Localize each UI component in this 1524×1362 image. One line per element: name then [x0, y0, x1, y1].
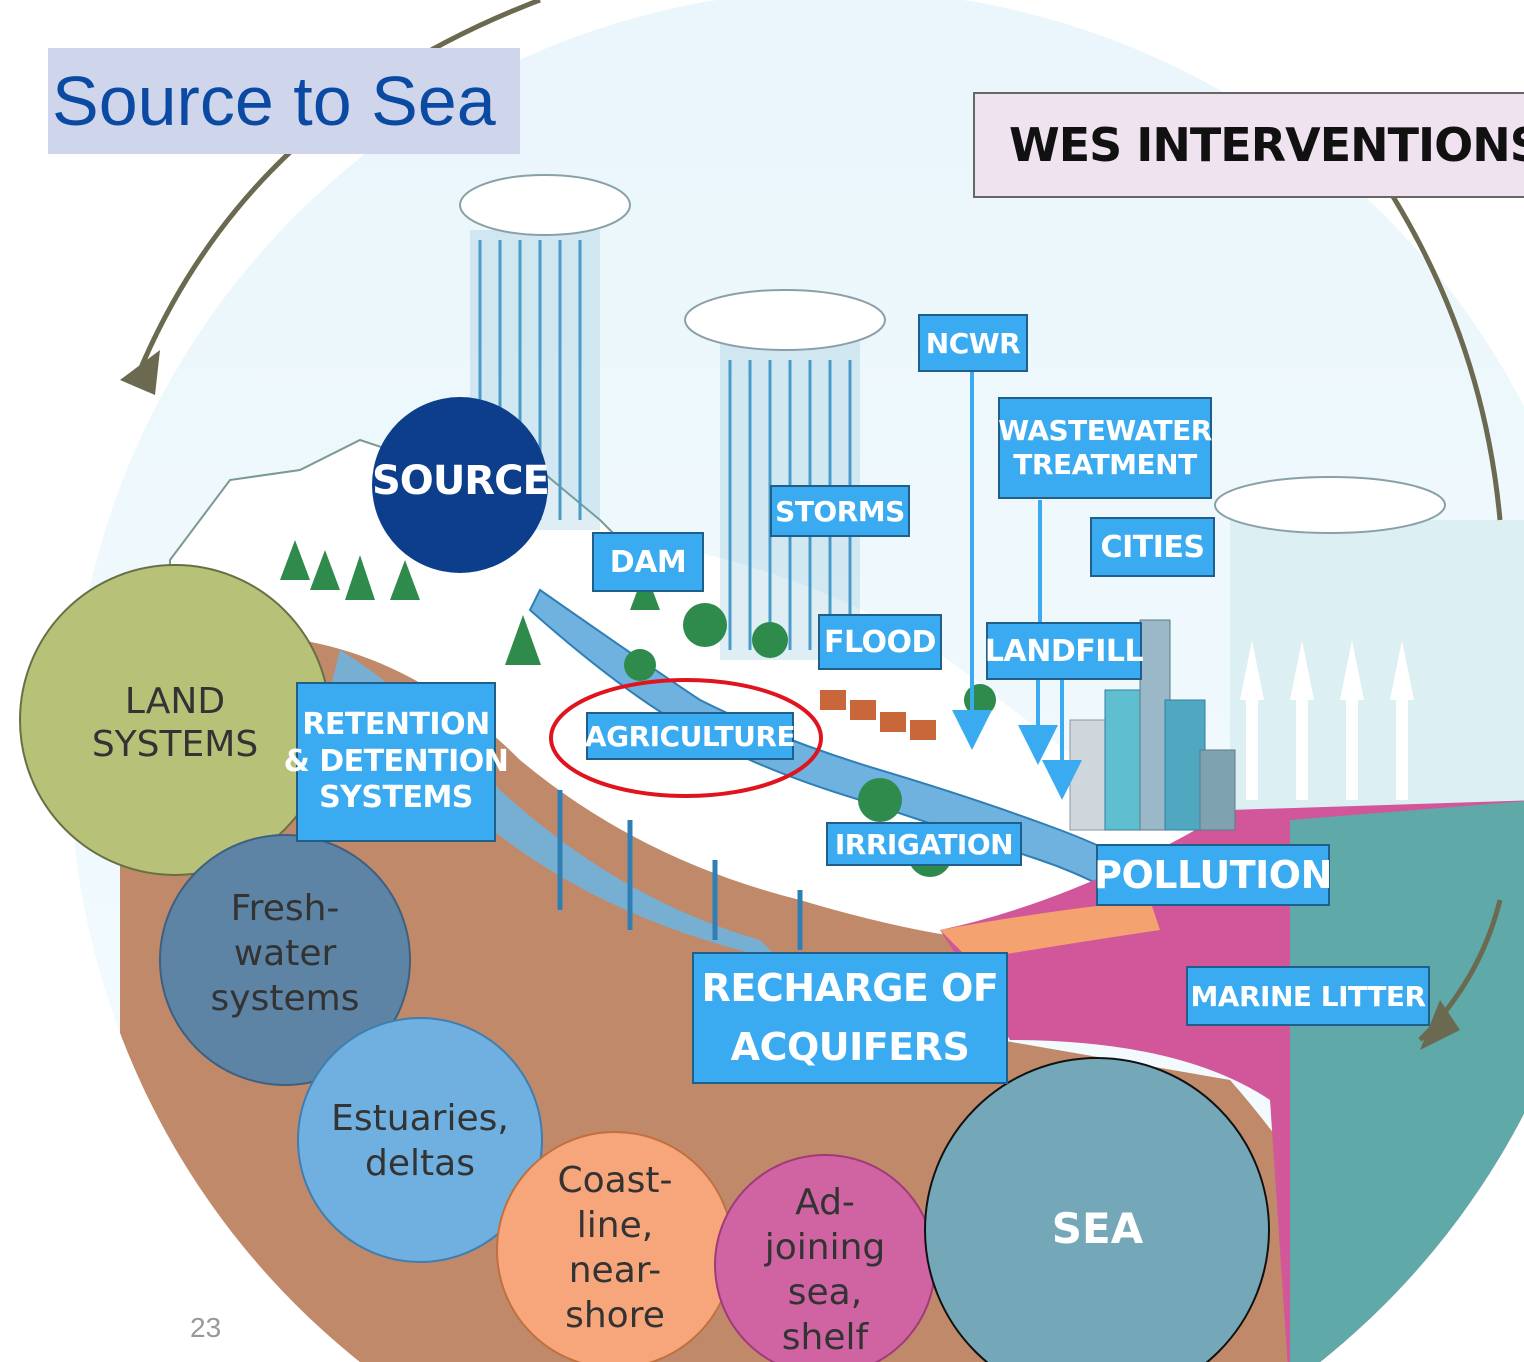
landfill-text: LANDFILL [984, 633, 1144, 669]
source-circle [372, 397, 548, 573]
pollution-label: POLLUTION [1094, 844, 1332, 906]
adjoining-sea-label: Ad- joining sea, shelf [764, 1182, 886, 1358]
source-label: SOURCE [372, 458, 550, 504]
cities-label: CITIES [1090, 517, 1215, 577]
agriculture-highlight-ellipse [549, 678, 823, 798]
land-systems-label: LAND SYSTEMS [91, 681, 259, 766]
wastewater-treatment-label: WASTEWATER TREATMENT [998, 397, 1212, 499]
retention-detention-label: RETENTION & DETENTION SYSTEMS [284, 682, 509, 842]
cycle-arrowhead-right [1420, 1000, 1460, 1050]
ncwr-text: NCWR [925, 326, 1021, 360]
dam-label: DAM [592, 532, 704, 592]
retention-text-line2: & DETENTION [283, 743, 509, 779]
marine-litter-text: MARINE LITTER [1190, 979, 1426, 1013]
storms-label: STORMS [770, 485, 910, 537]
flood-label: FLOOD [818, 614, 942, 670]
retention-text-line3: SYSTEMS [319, 780, 473, 816]
landfill-label: LANDFILL [984, 622, 1144, 680]
sea-circle [924, 1057, 1270, 1362]
irrigation-text: IRRIGATION [834, 827, 1014, 861]
cycle-arrowhead-left [120, 350, 160, 395]
agriculture-text: AGRICULTURE [584, 719, 796, 753]
sea-label: SEA [1051, 1204, 1144, 1253]
recharge-text-line1: RECHARGE OF [701, 966, 999, 1011]
irrigation-label: IRRIGATION [826, 822, 1022, 866]
agriculture-label: AGRICULTURE [584, 712, 796, 760]
coastline-label: Coast- line, near- shore [557, 1160, 673, 1336]
evaporation-arrows [1240, 640, 1414, 800]
cities-text: CITIES [1100, 529, 1205, 565]
wastewater-text-line1: WASTEWATER [998, 413, 1212, 447]
intervention-arrows [952, 370, 1082, 800]
page-number: 23 [190, 1312, 222, 1343]
ncwr-label: NCWR [918, 314, 1028, 372]
retention-text-line1: RETENTION [302, 707, 490, 743]
marine-litter-label: MARINE LITTER [1186, 966, 1430, 1026]
storms-text: STORMS [775, 494, 905, 528]
freshwater-label: Fresh- water systems [210, 888, 360, 1019]
wastewater-text-line2: TREATMENT [1013, 448, 1197, 481]
clouds [459, 174, 1446, 534]
freshwater-circle [159, 834, 411, 1086]
estuaries-label: Estuaries, deltas [331, 1098, 509, 1184]
recharge-text-line2: ACQUIFERS [730, 1025, 970, 1069]
recharge-aquifers-label: RECHARGE OF ACQUIFERS [692, 952, 1008, 1084]
pollution-text: POLLUTION [1094, 853, 1332, 897]
village-houses [820, 690, 936, 740]
dam-text: DAM [609, 544, 687, 580]
wes-interventions-header: WES INTERVENTIONS [973, 92, 1524, 198]
flood-text: FLOOD [824, 624, 936, 660]
estuaries-circle [297, 1017, 543, 1263]
city-skyline [1069, 619, 1236, 831]
slide-title: Source to Sea [48, 48, 520, 154]
